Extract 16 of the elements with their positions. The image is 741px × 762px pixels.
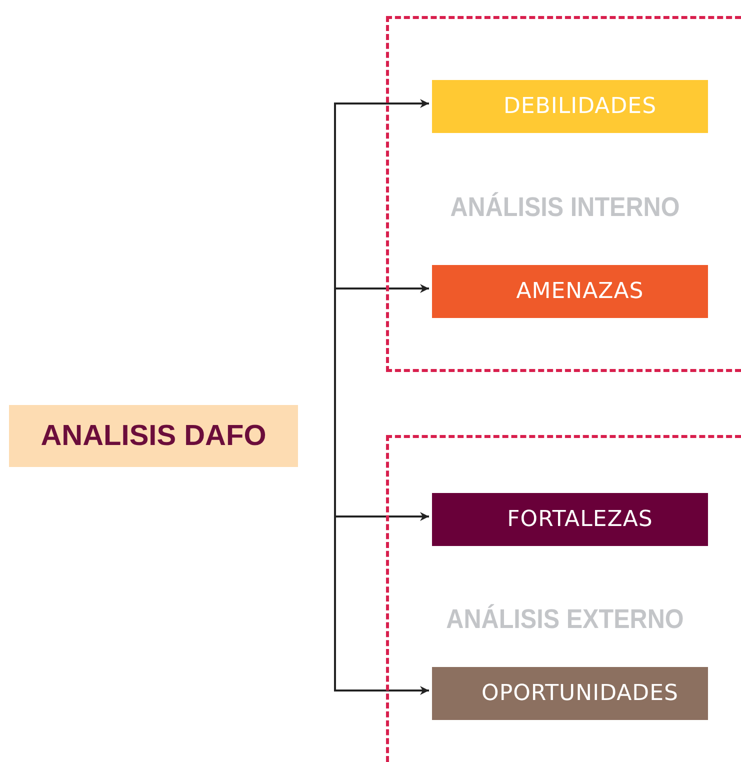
section-heading: ANÁLISIS EXTERNO [445,604,685,635]
category-box [432,265,708,318]
dashed-group-frame [386,16,741,372]
category-label: FORTALEZAS [506,507,653,532]
topic-box [9,405,298,467]
dashed-group-frame [386,435,741,762]
category-label: OPORTUNIDADES [480,681,678,706]
category-box [432,667,708,720]
topic-label: ANALISIS DAFO [40,420,266,452]
category-box [432,80,708,133]
arrow [334,435,429,695]
section-heading: ANÁLISIS INTERNO [449,192,681,223]
arrow [334,284,429,437]
category-box [432,493,708,546]
category-label: DEBILIDADES [502,94,657,119]
category-label: AMENAZAS [515,279,644,304]
